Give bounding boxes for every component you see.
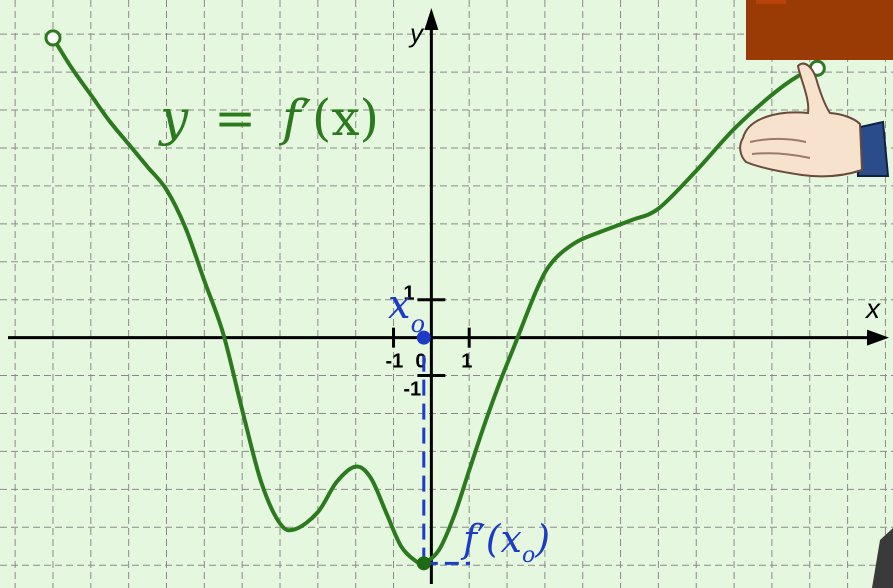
fprime-prime: ′ [477, 517, 486, 561]
x0-sub: o [411, 310, 425, 338]
x-axis-name: x [864, 293, 881, 324]
min-point-marker [416, 556, 431, 571]
x-tick-label: 1 [461, 351, 472, 373]
x0-main: x [388, 282, 411, 328]
fprime-close: ) [534, 517, 550, 561]
series-line [50, 35, 820, 567]
x-axis-arrow [867, 329, 889, 346]
marks-layer [416, 330, 470, 571]
x-tick-label: 0 [415, 351, 426, 373]
pointing-hand-icon [739, 62, 890, 178]
corner-block [746, 0, 893, 60]
corner-shape-icon [872, 528, 893, 588]
x0-label: xo [388, 282, 425, 338]
formula-label: y = f′(x) [158, 89, 379, 147]
formula-arg: (x) [312, 89, 379, 147]
y-tick-label: 1 [403, 283, 414, 305]
fprime-arg: (x [486, 517, 522, 561]
formula-lhs: y [158, 89, 189, 147]
y-axis-name: y [408, 18, 425, 48]
y-tick-label: -1 [403, 379, 421, 401]
series-layer [44, 29, 826, 567]
fprime-sub: o [522, 543, 535, 568]
x0-point-marker [416, 330, 431, 345]
open-endpoint [44, 29, 62, 47]
formula-prime: ′ [300, 89, 311, 147]
corner-block-strip [756, 0, 786, 4]
y-axis-arrow [424, 8, 439, 30]
formula-eq: = [214, 89, 256, 147]
ticks: -1 0 1 1 -1 [386, 283, 473, 401]
x-tick-label: -1 [386, 351, 404, 373]
fprime-x0-label: f′(xo) [460, 517, 550, 568]
